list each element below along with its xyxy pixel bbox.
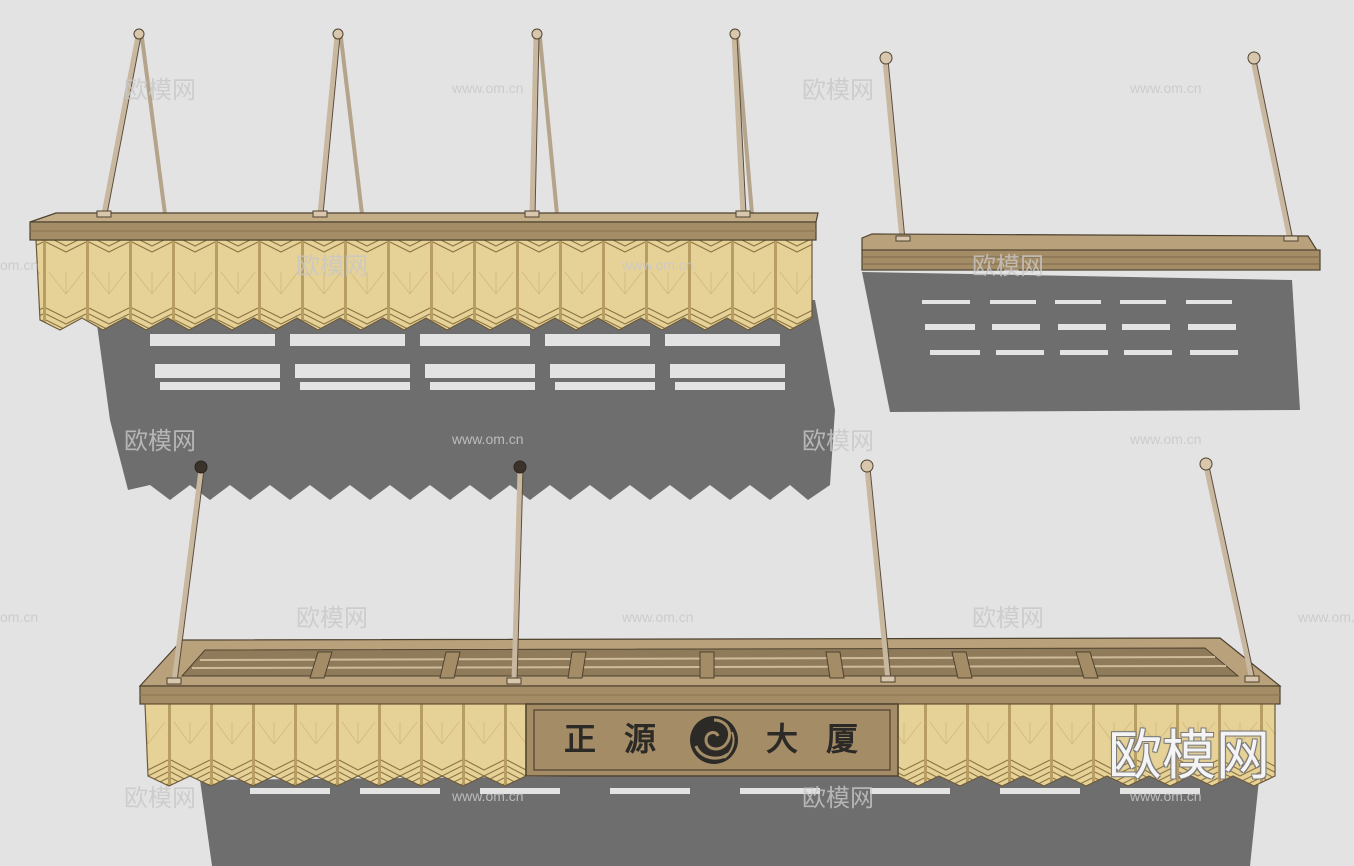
awning-fabric	[35, 239, 813, 331]
watermark-brand: 欧模网	[972, 604, 1044, 632]
sign-char-2: 源	[624, 720, 656, 758]
watermark-url: www.om.cn	[451, 431, 524, 447]
watermark-url: www.om.cn	[451, 80, 524, 96]
awning-frame-2	[861, 233, 1321, 271]
watermark-url: om.cn	[0, 609, 38, 625]
watermark-brand-large: 欧模网	[1108, 724, 1270, 787]
awning-2	[861, 51, 1321, 271]
awning-frame	[29, 212, 819, 241]
awning-frame-3	[138, 637, 1282, 705]
awning-fabric-left	[144, 703, 527, 787]
support-rods-3	[166, 457, 1260, 685]
support-rods-front	[96, 28, 751, 218]
sign-char-1: 正	[564, 720, 596, 758]
watermark-brand: 欧模网	[802, 76, 874, 104]
awning-3: 正 源 大 厦	[138, 457, 1282, 787]
watermark-url: www.om.cn	[1129, 788, 1202, 804]
watermark-brand: 欧模网	[802, 784, 874, 812]
watermark-brand: 欧模网	[124, 76, 196, 104]
sign-char-4: 厦	[826, 720, 858, 758]
support-rods-2	[879, 51, 1294, 243]
watermark-brand: 欧模网	[124, 784, 196, 812]
watermark-url: www.om.cn	[1129, 431, 1202, 447]
watermark-brand: 欧模网	[296, 252, 368, 280]
watermark-brand: 欧模网	[296, 604, 368, 632]
shadow-awning-3	[200, 770, 1260, 866]
sign-board: 正 源 大 厦	[525, 703, 899, 777]
watermark-url: www.om.cn	[621, 257, 694, 273]
watermark-url: www.om.cn	[451, 788, 524, 804]
watermark-url: www.om.cn	[621, 609, 694, 625]
shadow-awning-1	[95, 300, 835, 500]
shadow-awning-2	[862, 272, 1300, 412]
support-rods-back	[140, 36, 754, 216]
awning-1	[29, 28, 819, 331]
watermarks: 欧模网 www.om.cn 欧模网 www.om.cn om.cn 欧模网 ww…	[0, 76, 1354, 812]
awning-fabric-right	[897, 703, 1276, 787]
watermark-brand: 欧模网	[972, 252, 1044, 280]
watermark-url: om.cn	[0, 257, 38, 273]
watermark-url: www.om.cn	[1129, 80, 1202, 96]
sign-char-3: 大	[766, 720, 798, 758]
swirl-logo-icon	[690, 716, 738, 764]
watermark-url: www.om.cn	[1297, 609, 1354, 625]
watermark-brand: 欧模网	[802, 427, 874, 455]
watermark-brand: 欧模网	[124, 427, 196, 455]
